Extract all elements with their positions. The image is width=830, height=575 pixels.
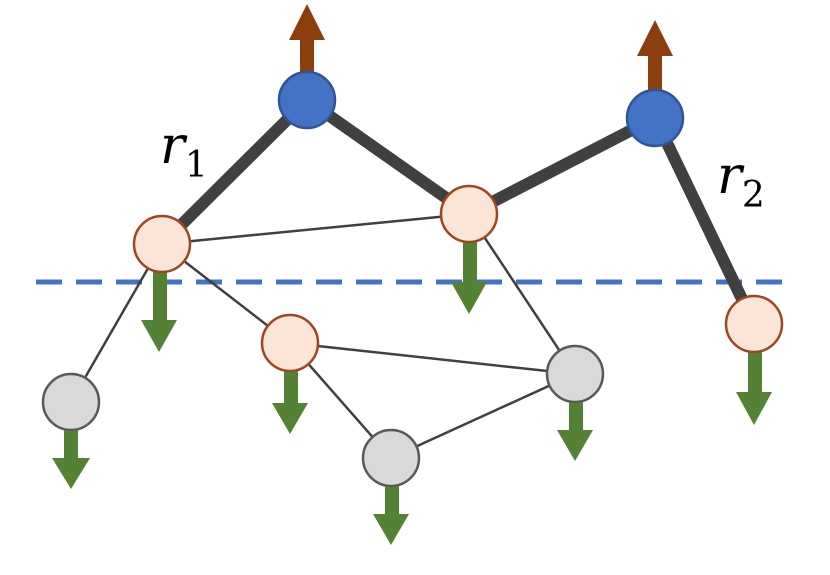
down-arrow-icon [557,402,593,461]
edge-c-d [289,341,576,376]
label-r1-main: r [160,116,188,176]
up-arrow-icon [289,4,325,74]
down-arrow-icon [141,272,177,352]
node-a [132,214,192,274]
root-nodes [277,70,685,148]
down-arrow-icon [272,371,308,434]
rope-r1 [156,94,313,250]
down-arrow-icon [736,352,772,425]
edge-a-e [69,243,164,403]
node-e [41,372,101,432]
down-arrow-icon [373,486,409,545]
label-r2-sub: 2 [742,175,765,216]
root-node-2 [625,88,685,148]
edge-b-d [467,213,577,375]
node-c [260,313,320,373]
rope-b-root2 [463,112,661,220]
up-arrow-icon [637,20,673,90]
root-node-1 [277,70,337,130]
label-r1: r1 [160,116,208,186]
active-nodes [132,184,784,373]
node-f [361,428,421,488]
edge-f-d [390,372,576,460]
node-b [439,184,499,244]
node-d [545,344,605,404]
rope-r2 [649,112,760,330]
edge-a-b [161,212,470,246]
down-arrows [52,242,772,545]
label-r2: r2 [717,146,765,216]
label-r1-sub: 1 [185,145,208,186]
rope-edges [156,94,760,330]
down-arrow-icon [52,430,90,489]
rope-root1-b [301,94,475,220]
up-arrows [289,4,673,90]
inactive-nodes [41,344,605,488]
node-g [724,294,784,354]
label-r2-main: r [717,146,745,206]
thin-edges [69,212,577,460]
down-arrow-icon [451,242,487,314]
